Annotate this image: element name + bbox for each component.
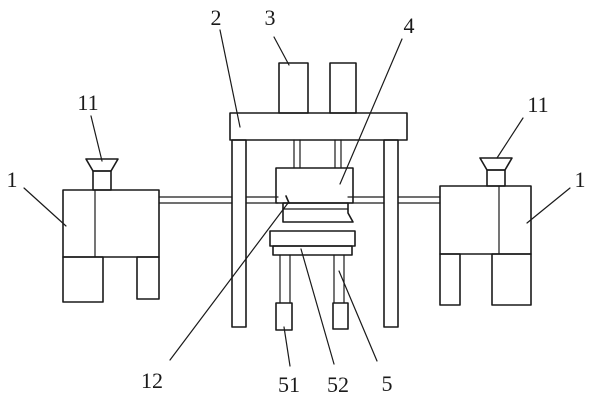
label-11-right: 11 xyxy=(527,92,548,117)
label-11-left: 11 xyxy=(77,90,98,115)
right-unit-body xyxy=(439,185,532,255)
left-hopper-neck xyxy=(92,170,112,191)
label-2: 2 xyxy=(211,5,222,30)
lift-cylinder-right xyxy=(332,302,349,330)
right-unit-leg-a xyxy=(439,253,461,306)
lift-table-plate xyxy=(272,245,353,256)
label-12: 12 xyxy=(141,368,163,393)
label-1-right: 1 xyxy=(575,167,586,192)
left-unit xyxy=(62,158,160,303)
frame-right-post xyxy=(383,139,399,328)
lift-assembly xyxy=(269,230,356,331)
lift-cylinder-left xyxy=(275,302,293,331)
label-4: 4 xyxy=(404,13,415,38)
left-unit-leg-b xyxy=(136,256,160,300)
feed-pipes xyxy=(158,196,441,204)
label-3: 3 xyxy=(265,5,276,30)
right-hopper-funnel xyxy=(479,157,513,171)
lift-table-top xyxy=(269,230,356,247)
frame-left-post xyxy=(231,139,247,328)
labels: 1 1 2 3 4 5 11 11 12 51 52 xyxy=(7,5,586,397)
label-1-left: 1 xyxy=(7,167,18,192)
right-unit xyxy=(439,157,532,306)
label-5: 5 xyxy=(382,371,393,396)
frame-top-beam xyxy=(229,112,408,141)
label-52: 52 xyxy=(327,372,349,397)
top-cylinder-right xyxy=(329,62,357,114)
die-box xyxy=(275,167,354,223)
right-hopper-neck xyxy=(486,169,506,187)
left-unit-leg-a xyxy=(62,256,104,303)
left-unit-body xyxy=(62,189,160,258)
frame xyxy=(229,112,408,328)
top-cylinders xyxy=(278,62,357,169)
top-cylinder-left xyxy=(278,62,309,114)
die-box-lower xyxy=(282,202,354,223)
label-51: 51 xyxy=(278,372,300,397)
right-unit-leg-b xyxy=(491,253,532,306)
leader-lines xyxy=(23,29,571,367)
